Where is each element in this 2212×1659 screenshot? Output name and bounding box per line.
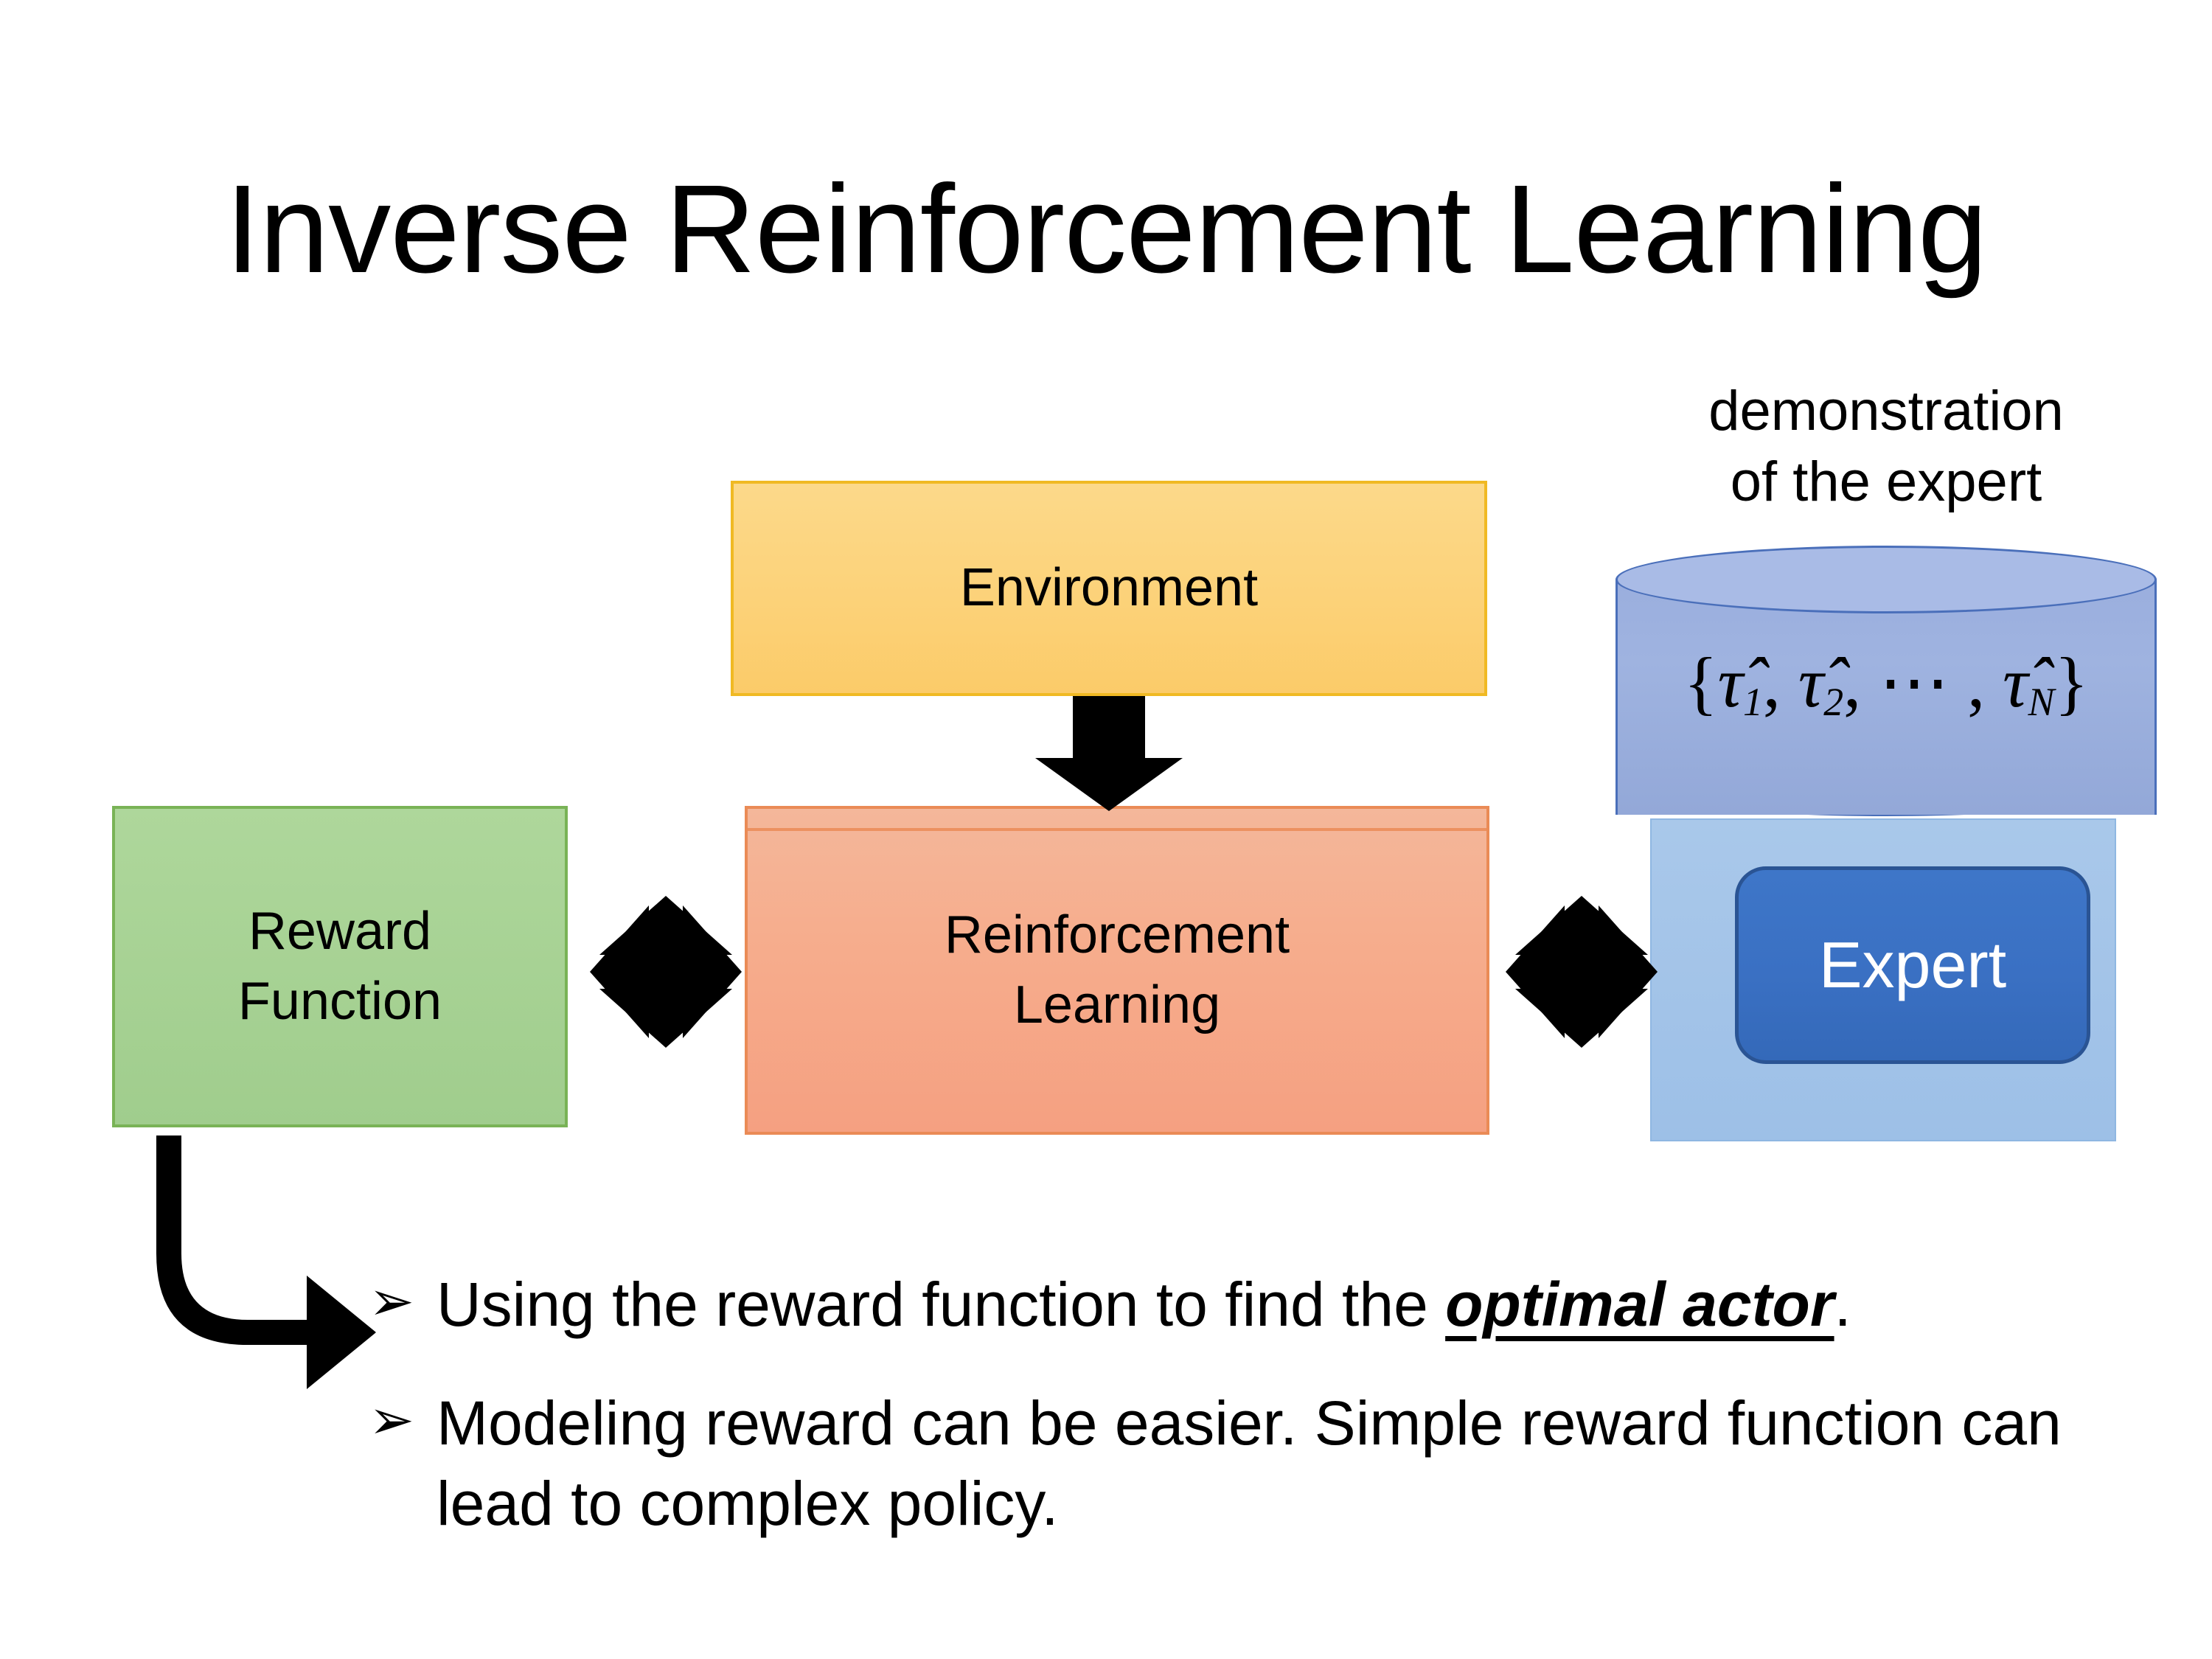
cylinder-top-ellipse xyxy=(1615,546,2157,613)
arrow-reward-to-rl xyxy=(590,896,742,1048)
formula-tau-1: τ̂ xyxy=(1717,643,1744,722)
bullet-2-text-before: Modeling reward can be easier. Simple re… xyxy=(437,1388,2062,1539)
environment-box-label: Environment xyxy=(959,558,1259,618)
expert-box-label: Expert xyxy=(1818,928,2007,1001)
bullet-marker-icon: ➢ xyxy=(369,1389,415,1451)
formula-tau-2: τ̂ xyxy=(1798,643,1824,722)
formula-tau-n: τ̂ xyxy=(2003,643,2028,722)
bullet-1-emphasis: optimal actor xyxy=(1445,1270,1834,1339)
bullet-1-text-before: Using the reward function to find the xyxy=(437,1270,1446,1339)
list-item: ➢ Modeling reward can be easier. Simple … xyxy=(369,1383,2109,1544)
trajectory-set-formula: {τ̂1, τ̂2, ⋯ , τ̂N} xyxy=(1615,647,2157,723)
arrow-reward-to-bullet xyxy=(156,1135,376,1389)
demonstration-caption: demonstration of the expert xyxy=(1622,376,2150,518)
formula-sub-2: 2 xyxy=(1823,679,1844,724)
page-title: Inverse Reinforcement Learning xyxy=(225,159,1987,299)
arrow-rl-to-expert xyxy=(1506,896,1658,1048)
demonstration-caption-line2: of the expert xyxy=(1730,450,2042,513)
environment-box[interactable]: Environment xyxy=(731,481,1487,696)
bullet-1-text-after: . xyxy=(1834,1270,1851,1339)
trajectory-cylinder[interactable]: {τ̂1, τ̂2, ⋯ , τ̂N} xyxy=(1615,546,2157,848)
formula-sub-1: 1 xyxy=(1743,679,1763,724)
reward-box-label-line1: Reward xyxy=(248,901,432,961)
bullet-list: ➢ Using the reward function to find the … xyxy=(369,1265,2109,1583)
bullet-marker-icon: ➢ xyxy=(369,1270,415,1332)
formula-open-brace: { xyxy=(1683,643,1718,722)
reward-box-label-line2: Function xyxy=(237,972,442,1031)
cylinder-body xyxy=(1615,579,2157,815)
reinforcement-learning-box[interactable]: Reinforcement Learning xyxy=(745,806,1489,1135)
expert-box[interactable]: Expert xyxy=(1735,866,2090,1064)
formula-sep-1: , xyxy=(1762,643,1798,722)
formula-close-brace: } xyxy=(2054,643,2089,722)
arrow-environment-to-rl xyxy=(1035,696,1183,811)
demonstration-caption-line1: demonstration xyxy=(1708,380,2064,442)
reward-function-box[interactable]: Reward Function xyxy=(112,806,568,1127)
rl-box-label-line1: Reinforcement xyxy=(944,905,1290,964)
list-item: ➢ Using the reward function to find the … xyxy=(369,1265,2109,1345)
rl-box-accent-line xyxy=(748,828,1486,831)
rl-box-label-line2: Learning xyxy=(1013,975,1221,1034)
formula-sep-2: , ⋯ , xyxy=(1843,643,2003,722)
formula-sub-n: N xyxy=(2028,679,2055,724)
